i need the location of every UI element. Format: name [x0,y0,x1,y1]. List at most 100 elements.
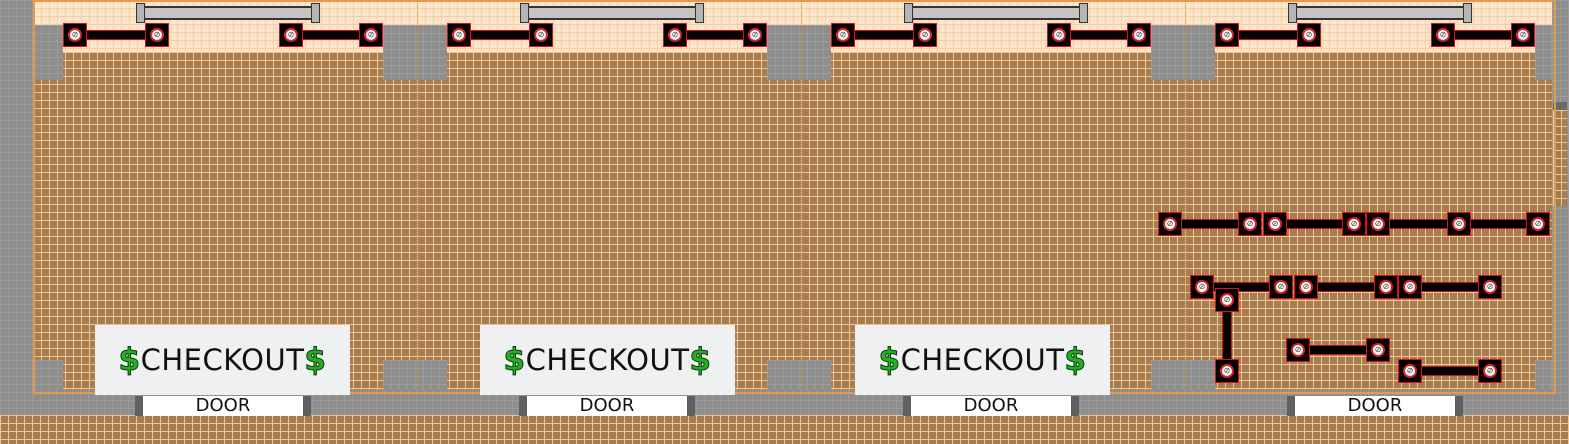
path-link [1275,219,1354,229]
barrier-post [904,3,913,23]
wall-pillar [33,360,63,390]
no-walking-symbol: ⊘ [668,28,682,42]
no-entry-icon[interactable]: ⊘ [913,23,937,47]
no-entry-icon[interactable]: ⊘ [279,23,303,47]
no-entry-icon[interactable]: ⊘ [1398,275,1422,299]
no-entry-icon[interactable]: ⊘ [145,23,169,47]
barrier-post [520,3,529,23]
turnstile-barrier[interactable] [910,6,1084,20]
no-walking-symbol: ⊘ [1403,364,1417,378]
outside-floor [0,415,1569,444]
path-link [459,30,541,40]
dollar-icon: $ [503,342,526,379]
no-entry-icon[interactable]: ⊘ [1511,23,1535,47]
no-entry-icon[interactable]: ⊘ [1238,212,1262,236]
no-walking-symbol: ⊘ [918,28,932,42]
no-entry-icon[interactable]: ⊘ [1526,212,1550,236]
no-walking-symbol: ⊘ [1531,217,1545,231]
turnstile-barrier[interactable] [142,6,316,20]
turnstile-barrier[interactable] [1294,6,1468,20]
checkout-label: CHECKOUT [900,343,1065,377]
checkout-sign[interactable]: $CHECKOUT$ [480,325,735,395]
turnstile-barrier[interactable] [526,6,700,20]
no-entry-icon[interactable]: ⊘ [529,23,553,47]
no-entry-icon[interactable]: ⊘ [663,23,687,47]
module-divider [417,0,418,390]
no-walking-symbol: ⊘ [534,28,548,42]
no-entry-icon[interactable]: ⊘ [1366,212,1390,236]
no-entry-icon[interactable]: ⊘ [831,23,855,47]
no-entry-icon[interactable]: ⊘ [63,23,87,47]
no-walking-symbol: ⊘ [1516,28,1530,42]
wall-pillar [767,360,831,390]
no-entry-icon[interactable]: ⊘ [1286,338,1310,362]
path-link [1410,282,1490,292]
no-walking-symbol: ⊘ [836,28,850,42]
door-frame [303,396,311,416]
no-walking-symbol: ⊘ [452,28,466,42]
no-entry-icon[interactable]: ⊘ [447,23,471,47]
checkout-label: CHECKOUT [140,343,305,377]
path-link [675,30,755,40]
no-entry-icon[interactable]: ⊘ [1398,359,1422,383]
door-frame [1071,396,1079,416]
barrier-post [1463,3,1472,23]
path-link [843,30,925,40]
no-entry-icon[interactable]: ⊘ [1366,338,1390,362]
no-entry-icon[interactable]: ⊘ [1215,288,1239,312]
no-walking-symbol: ⊘ [1220,293,1234,307]
no-entry-icon[interactable]: ⊘ [359,23,383,47]
no-entry-icon[interactable]: ⊘ [743,23,767,47]
checkout-sign[interactable]: $CHECKOUT$ [855,325,1110,395]
dollar-icon: $ [1064,342,1087,379]
door[interactable]: DOOR [1295,396,1455,416]
no-walking-symbol: ⊘ [284,28,298,42]
no-entry-icon[interactable]: ⊘ [1215,359,1239,383]
wall-pillar [1535,360,1552,390]
checkout-sign[interactable]: $CHECKOUT$ [95,325,350,395]
wall-pillar [383,25,447,80]
no-entry-icon[interactable]: ⊘ [1047,23,1071,47]
wall-pillar [1151,25,1215,80]
no-entry-icon[interactable]: ⊘ [1263,212,1287,236]
no-entry-icon[interactable]: ⊘ [1127,23,1151,47]
no-walking-symbol: ⊘ [1291,343,1305,357]
barrier-post [311,3,320,23]
door[interactable]: DOOR [143,396,303,416]
no-walking-symbol: ⊘ [1243,217,1257,231]
no-walking-symbol: ⊘ [1274,280,1288,294]
no-entry-icon[interactable]: ⊘ [1158,212,1182,236]
module-divider [1185,0,1186,390]
no-entry-icon[interactable]: ⊘ [1447,212,1471,236]
path-link [1222,300,1232,370]
no-entry-icon[interactable]: ⊘ [1478,359,1502,383]
wall-pillar [767,25,831,80]
no-walking-symbol: ⊘ [1371,217,1385,231]
path-link [1443,30,1523,40]
no-entry-icon[interactable]: ⊘ [1190,275,1214,299]
path-link [1306,282,1386,292]
no-entry-icon[interactable]: ⊘ [1478,275,1502,299]
path-link [1378,219,1459,229]
path-link [75,30,157,40]
no-entry-icon[interactable]: ⊘ [1431,23,1455,47]
path-link [1459,219,1538,229]
door-frame [903,396,911,416]
door[interactable]: DOOR [911,396,1071,416]
no-entry-icon[interactable]: ⊘ [1215,23,1239,47]
wall-pillar [383,360,447,390]
no-walking-symbol: ⊘ [1483,364,1497,378]
barrier-post [136,3,145,23]
no-entry-icon[interactable]: ⊘ [1269,275,1293,299]
side-door[interactable] [1553,102,1567,206]
door[interactable]: DOOR [527,396,687,416]
no-entry-icon[interactable]: ⊘ [1294,275,1318,299]
no-entry-icon[interactable]: ⊘ [1297,23,1321,47]
barrier-post [1079,3,1088,23]
no-walking-symbol: ⊘ [1302,28,1316,42]
store-outline [33,0,1556,394]
no-entry-icon[interactable]: ⊘ [1374,275,1398,299]
no-entry-icon[interactable]: ⊘ [1342,212,1366,236]
no-walking-symbol: ⊘ [1220,364,1234,378]
no-walking-symbol: ⊘ [1452,217,1466,231]
